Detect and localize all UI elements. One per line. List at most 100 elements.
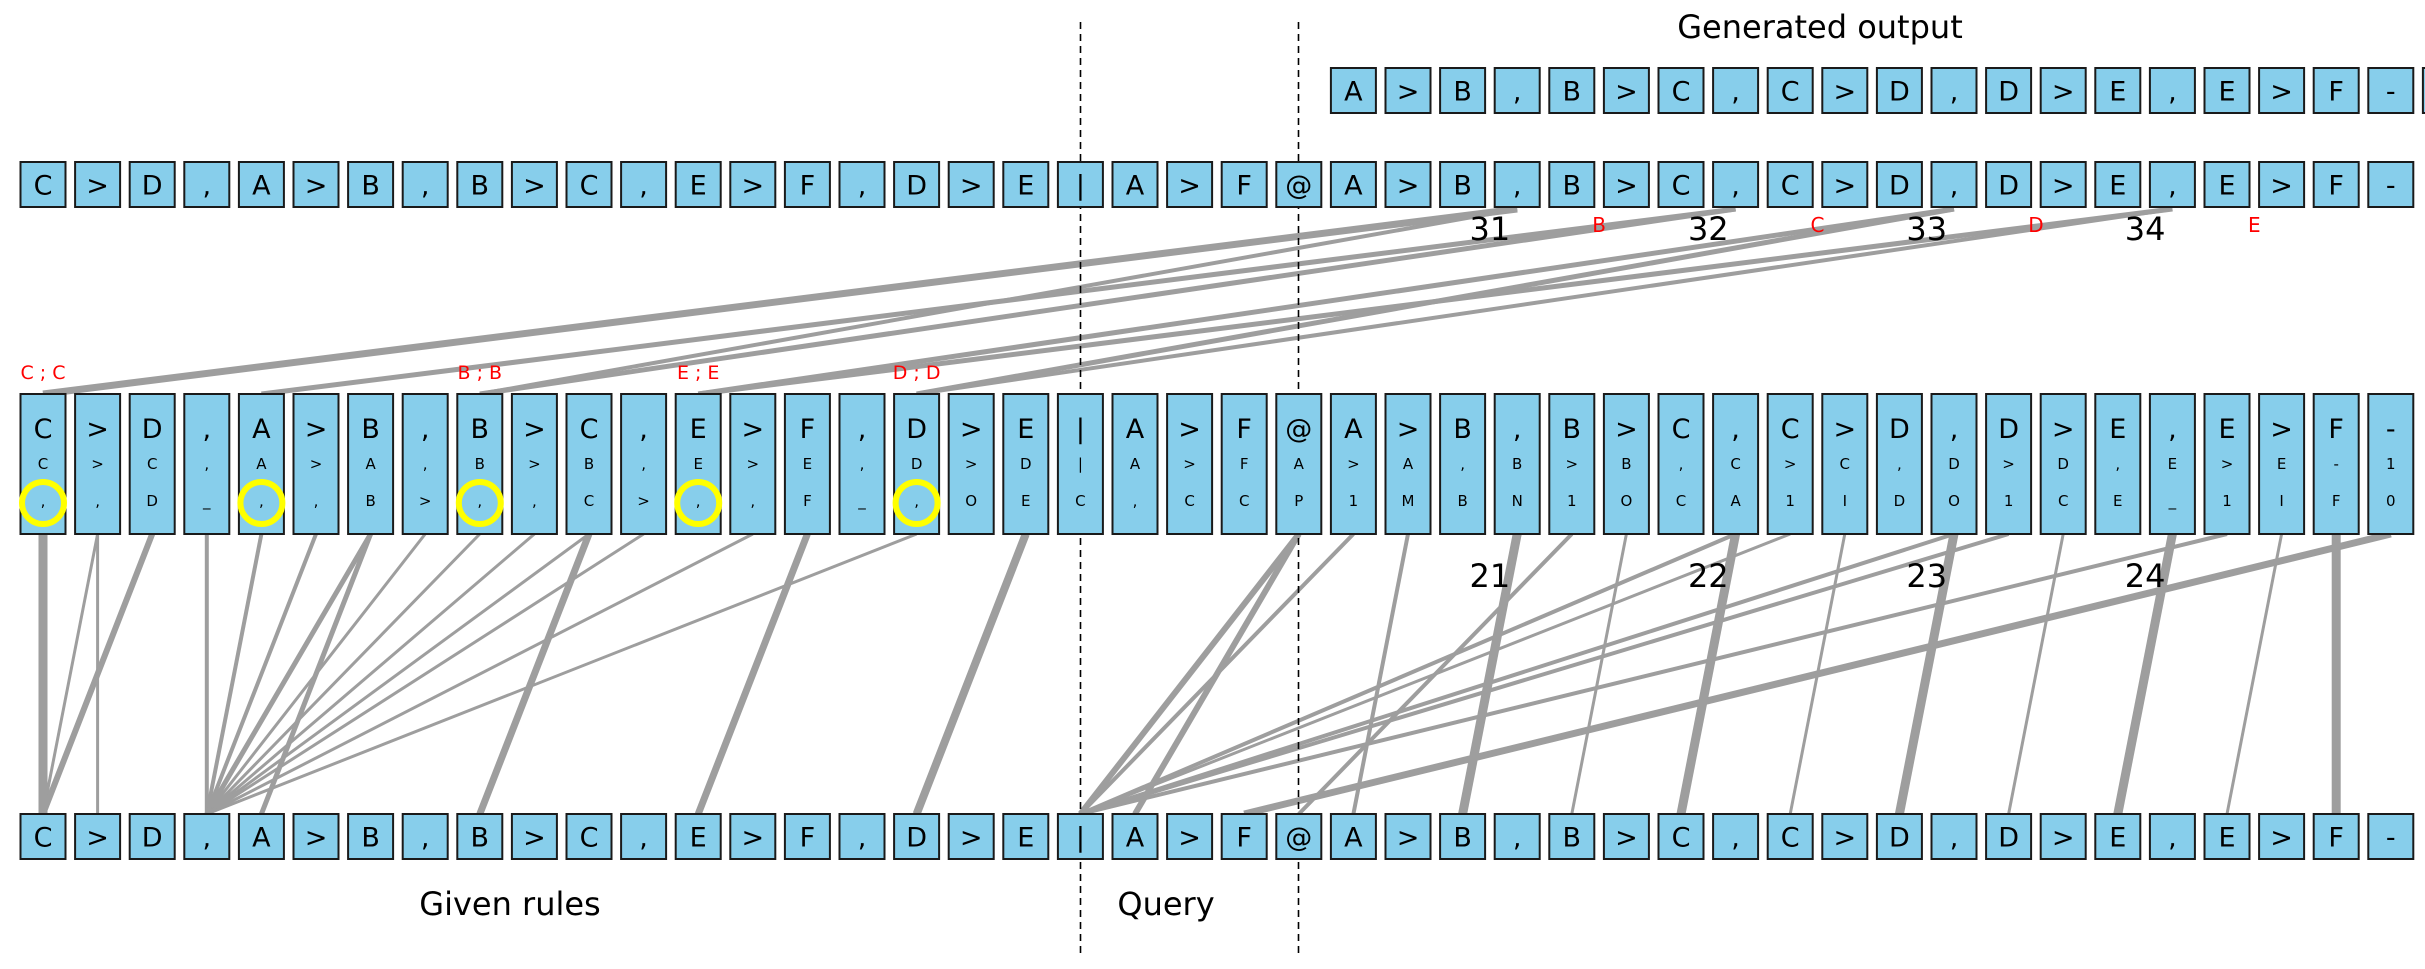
- middle-sub-token: A: [1294, 455, 1305, 473]
- middle-sub-token: ,: [204, 455, 209, 473]
- middle-sub-token: F: [803, 492, 812, 510]
- middle-sub-token: B: [1621, 455, 1631, 473]
- red-pair-annotation: C ; C: [20, 362, 65, 384]
- middle-sub-token: >: [1183, 455, 1196, 473]
- bottom-token: @: [1285, 823, 1312, 854]
- middle-sub-token: E: [803, 455, 812, 473]
- context-token: >: [1615, 171, 1638, 202]
- generated-token: ,: [2168, 77, 2177, 108]
- generated-token: C: [1781, 77, 1800, 108]
- context-token: ,: [858, 171, 867, 202]
- context-token: |: [1076, 171, 1085, 202]
- middle-sub-token: O: [1620, 492, 1632, 510]
- middle-token: ,: [1731, 414, 1740, 445]
- bottom-token: D: [142, 823, 163, 854]
- middle-token: >: [1615, 414, 1638, 445]
- token-rows: A>B,B>C,C>D,D>E,E>F-1C>D,A>B,B>C,E>F,D>E…: [21, 68, 2425, 859]
- middle-sub-token: ,: [914, 492, 919, 510]
- middle-token: D: [1889, 414, 1910, 445]
- upper-group-number: 33: [1906, 210, 1947, 248]
- generated-token: F: [2328, 77, 2344, 108]
- bottom-token: C: [1781, 823, 1800, 854]
- middle-sub-token: ,: [1460, 455, 1465, 473]
- bottom-token: A: [1126, 823, 1145, 854]
- middle-token: ,: [639, 414, 648, 445]
- context-token: >: [86, 171, 109, 202]
- generated-token: C: [1672, 77, 1691, 108]
- middle-sub-token: ,: [860, 455, 865, 473]
- middle-sub-token: C: [2058, 492, 2068, 510]
- attention-link: [917, 534, 1026, 814]
- generated-token: >: [1397, 77, 1420, 108]
- middle-token: A: [252, 414, 271, 445]
- attention-link: [207, 534, 644, 814]
- middle-token: B: [1453, 414, 1472, 445]
- context-token: >: [1178, 171, 1201, 202]
- bottom-token: E: [1017, 823, 1034, 854]
- middle-token: ,: [858, 414, 867, 445]
- middle-sub-token: >: [2221, 455, 2234, 473]
- middle-token: -: [2386, 414, 2396, 445]
- context-token: ,: [2168, 171, 2177, 202]
- middle-token: |: [1076, 414, 1085, 445]
- middle-sub-token: 1: [1567, 492, 1577, 510]
- attention-link: [698, 209, 1954, 394]
- context-token: B: [361, 171, 380, 202]
- bottom-token: >: [1178, 823, 1201, 854]
- bottom-token: >: [2270, 823, 2293, 854]
- lower-group-number: 24: [2125, 557, 2166, 595]
- context-token: F: [1236, 171, 1252, 202]
- middle-token: E: [2109, 414, 2126, 445]
- context-token: E: [1017, 171, 1034, 202]
- middle-sub-token: B: [584, 455, 594, 473]
- generated-token: B: [1453, 77, 1472, 108]
- middle-token: >: [1178, 414, 1201, 445]
- middle-sub-token: 1: [1785, 492, 1795, 510]
- generated-token: >: [2052, 77, 2075, 108]
- bottom-token: -: [2386, 823, 2396, 854]
- bottom-token: ,: [639, 823, 648, 854]
- generated-token: ,: [1950, 77, 1959, 108]
- middle-sub-token: ,: [477, 492, 482, 510]
- bottom-token: B: [471, 823, 490, 854]
- middle-sub-token: E: [1021, 492, 1030, 510]
- middle-token: D: [142, 414, 163, 445]
- attention-link: [1572, 534, 1627, 814]
- middle-sub-token: >: [2002, 455, 2015, 473]
- middle-sub-token: E: [693, 455, 702, 473]
- generated-token: E: [2218, 77, 2235, 108]
- context-token: @: [1285, 171, 1312, 202]
- middle-sub-token: C: [1239, 492, 1249, 510]
- middle-token: ,: [203, 414, 212, 445]
- context-token: >: [2270, 171, 2293, 202]
- middle-sub-token: A: [1730, 492, 1741, 510]
- middle-sub-token: -: [2333, 455, 2338, 473]
- middle-token: >: [1397, 414, 1420, 445]
- context-token: >: [960, 171, 983, 202]
- bottom-token: C: [1672, 823, 1691, 854]
- middle-token: D: [1998, 414, 2019, 445]
- middle-sub-token: N: [1512, 492, 1523, 510]
- generated-token: -: [2386, 77, 2396, 108]
- middle-token: >: [741, 414, 764, 445]
- middle-token: D: [906, 414, 927, 445]
- bottom-token: >: [741, 823, 764, 854]
- middle-sub-token: >: [747, 455, 760, 473]
- context-token: >: [523, 171, 546, 202]
- bottom-token: A: [252, 823, 271, 854]
- middle-sub-token: E: [2168, 455, 2177, 473]
- middle-sub-token: F: [2332, 492, 2341, 510]
- middle-sub-token: C: [1184, 492, 1194, 510]
- middle-token: B: [1563, 414, 1582, 445]
- generated-token: ,: [1513, 77, 1522, 108]
- context-token: ,: [1731, 171, 1740, 202]
- context-token: >: [1397, 171, 1420, 202]
- middle-sub-token: >: [1347, 455, 1360, 473]
- middle-sub-token: I: [2279, 492, 2283, 510]
- generated-row: A>B,B>C,C>D,D>E,E>F-1: [1331, 68, 2425, 113]
- bottom-token: D: [1889, 823, 1910, 854]
- middle-sub-token: ,: [750, 492, 755, 510]
- bottom-token: >: [1615, 823, 1638, 854]
- middle-sub-token: C: [584, 492, 594, 510]
- context-token: A: [1126, 171, 1145, 202]
